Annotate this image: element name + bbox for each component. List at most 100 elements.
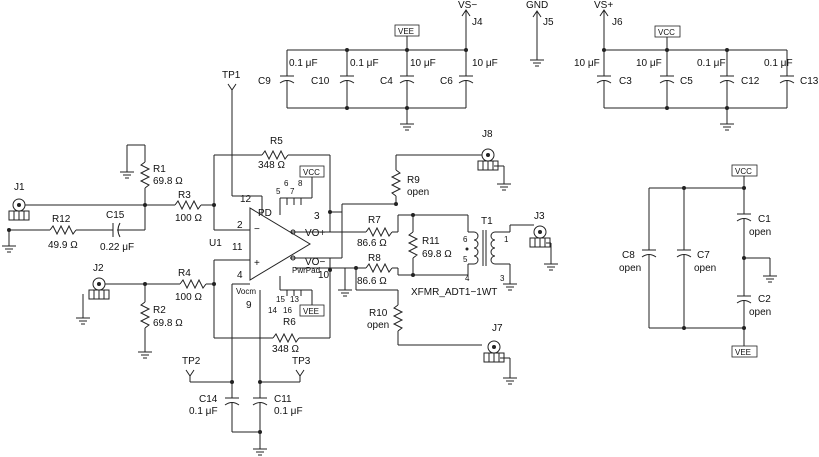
j6-label: J6 xyxy=(612,17,623,28)
vocm-label: Vocm xyxy=(236,287,256,296)
vs-plus-supply: VS+ J6 VCC 10 μF C3 10 μF C5 0.1 μF xyxy=(574,0,819,131)
cap-c3 xyxy=(596,50,612,108)
svg-text:13: 13 xyxy=(290,295,299,304)
svg-text:R1: R1 xyxy=(153,164,166,175)
xfmr-label: XFMR_ADT1−1WT xyxy=(411,287,497,298)
svg-text:C15: C15 xyxy=(106,210,125,221)
svg-text:86.6 Ω: 86.6 Ω xyxy=(357,276,387,287)
svg-text:C2: C2 xyxy=(758,294,771,305)
cap-c4 xyxy=(399,50,415,108)
svg-text:open: open xyxy=(694,263,716,274)
svg-text:C13: C13 xyxy=(800,76,819,87)
svg-text:16: 16 xyxy=(283,306,292,315)
vs-plus-label: VS+ xyxy=(594,0,613,11)
j7-label: J7 xyxy=(492,323,503,334)
svg-text:−: − xyxy=(254,224,260,235)
resistor-r9: R9 open xyxy=(330,154,482,258)
svg-text:100 Ω: 100 Ω xyxy=(175,213,202,224)
tp2-tp3-caps: TP2 TP3 C14 0.1 μF C11 0.1 μF xyxy=(182,290,311,456)
j5-label: J5 xyxy=(543,17,554,28)
svg-text:1: 1 xyxy=(504,235,509,244)
cap-c6 xyxy=(458,50,474,108)
svg-text:R3: R3 xyxy=(178,190,191,201)
resistor-r1: R1 69.8 Ω xyxy=(120,144,183,205)
svg-text:69.8 Ω: 69.8 Ω xyxy=(153,176,183,187)
t1-label: T1 xyxy=(481,216,493,227)
svg-text:49.9 Ω: 49.9 Ω xyxy=(48,240,78,251)
svg-text:348 Ω: 348 Ω xyxy=(258,160,285,171)
gnd-label: GND xyxy=(526,0,548,11)
svg-text:348 Ω: 348 Ω xyxy=(272,344,299,355)
opamp-vee-pins: 15 13 14 16 VEE xyxy=(268,276,325,317)
svg-text:8: 8 xyxy=(298,179,303,188)
cap-c9 xyxy=(279,50,295,108)
svg-text:12: 12 xyxy=(240,194,252,205)
resistor-r3: R3 100 Ω xyxy=(145,190,216,224)
svg-text:C8: C8 xyxy=(622,250,635,261)
u1-label: U1 xyxy=(209,238,222,249)
svg-text:3: 3 xyxy=(314,211,320,222)
svg-text:R8: R8 xyxy=(368,253,381,264)
opamp-vcc-pins: 5 6 7 8 VCC xyxy=(276,165,325,215)
svg-text:10: 10 xyxy=(318,270,330,281)
opamp-u1: − + PD U1 12 2 11 4 3 10 9 Vocm PwrPad V… xyxy=(209,194,352,384)
resistor-r2: R2 69.8 Ω xyxy=(138,284,183,359)
cap-c15: C15 0.22 μF xyxy=(100,203,147,253)
tp3-label: TP3 xyxy=(292,356,311,367)
j2-label: J2 xyxy=(93,263,104,274)
svg-text:0.1 μF: 0.1 μF xyxy=(350,58,379,69)
svg-text:86.6 Ω: 86.6 Ω xyxy=(357,238,387,249)
pd-label: PD xyxy=(258,208,272,219)
vee-u1-label: VEE xyxy=(303,307,319,316)
svg-text:4: 4 xyxy=(237,270,243,281)
svg-text:R11: R11 xyxy=(422,236,440,247)
svg-text:C6: C6 xyxy=(440,76,453,87)
svg-text:4: 4 xyxy=(465,274,470,283)
svg-text:R6: R6 xyxy=(283,317,296,328)
j8-label: J8 xyxy=(482,129,493,140)
vcc-right-label: VCC xyxy=(735,167,752,176)
svg-text:open: open xyxy=(367,320,389,331)
svg-text:R4: R4 xyxy=(178,268,191,279)
cap-c13 xyxy=(779,50,795,108)
vee-right-label: VEE xyxy=(735,348,751,357)
svg-text:open: open xyxy=(407,187,429,198)
vee-u1-box xyxy=(299,304,325,317)
svg-text:5: 5 xyxy=(463,255,468,264)
svg-text:C10: C10 xyxy=(311,76,330,87)
resistor-r11: R11 69.8 Ω xyxy=(407,215,452,275)
svg-text:0.1 μF: 0.1 μF xyxy=(274,406,303,417)
svg-text:0.22 μF: 0.22 μF xyxy=(100,242,134,253)
cap-c12 xyxy=(719,50,735,108)
svg-text:open: open xyxy=(749,227,771,238)
vcc-u1-label: VCC xyxy=(303,168,320,177)
cap-c5 xyxy=(659,50,675,108)
pwrpad-label: PwrPad xyxy=(292,266,320,275)
svg-text:3: 3 xyxy=(500,274,505,283)
input-j1: J1 xyxy=(2,182,145,253)
transformer-t1: T1 XFMR_ADT1−1WT 6 5 4 1 3 xyxy=(411,215,534,298)
svg-text:C1: C1 xyxy=(758,214,771,225)
vee-top-label: VEE xyxy=(398,27,414,36)
j3-label: J3 xyxy=(534,211,545,222)
svg-text:5: 5 xyxy=(276,187,281,196)
tp2-label: TP2 xyxy=(182,356,201,367)
j4-label: J4 xyxy=(472,17,483,28)
svg-text:10 μF: 10 μF xyxy=(574,58,600,69)
svg-text:11: 11 xyxy=(232,242,243,253)
vs-minus-label: VS− xyxy=(458,0,477,11)
connector-j8: J8 xyxy=(477,129,511,191)
tp1-label: TP1 xyxy=(222,70,241,81)
svg-text:open: open xyxy=(619,263,641,274)
resistor-r7: R7 86.6 Ω xyxy=(342,213,468,249)
svg-text:6: 6 xyxy=(284,179,289,188)
vo-plus-label: VO+ xyxy=(305,228,325,239)
svg-text:R10: R10 xyxy=(369,308,388,319)
vs-minus-supply: VS− J4 VEE C9 0.1 μF C10 0.1 μF xyxy=(258,0,498,131)
svg-text:C11: C11 xyxy=(274,394,292,405)
resistor-r8: R8 86.6 Ω xyxy=(345,253,468,287)
svg-text:0.1 μF: 0.1 μF xyxy=(189,406,218,417)
svg-text:C3: C3 xyxy=(619,76,632,87)
svg-text:R12: R12 xyxy=(52,214,71,225)
